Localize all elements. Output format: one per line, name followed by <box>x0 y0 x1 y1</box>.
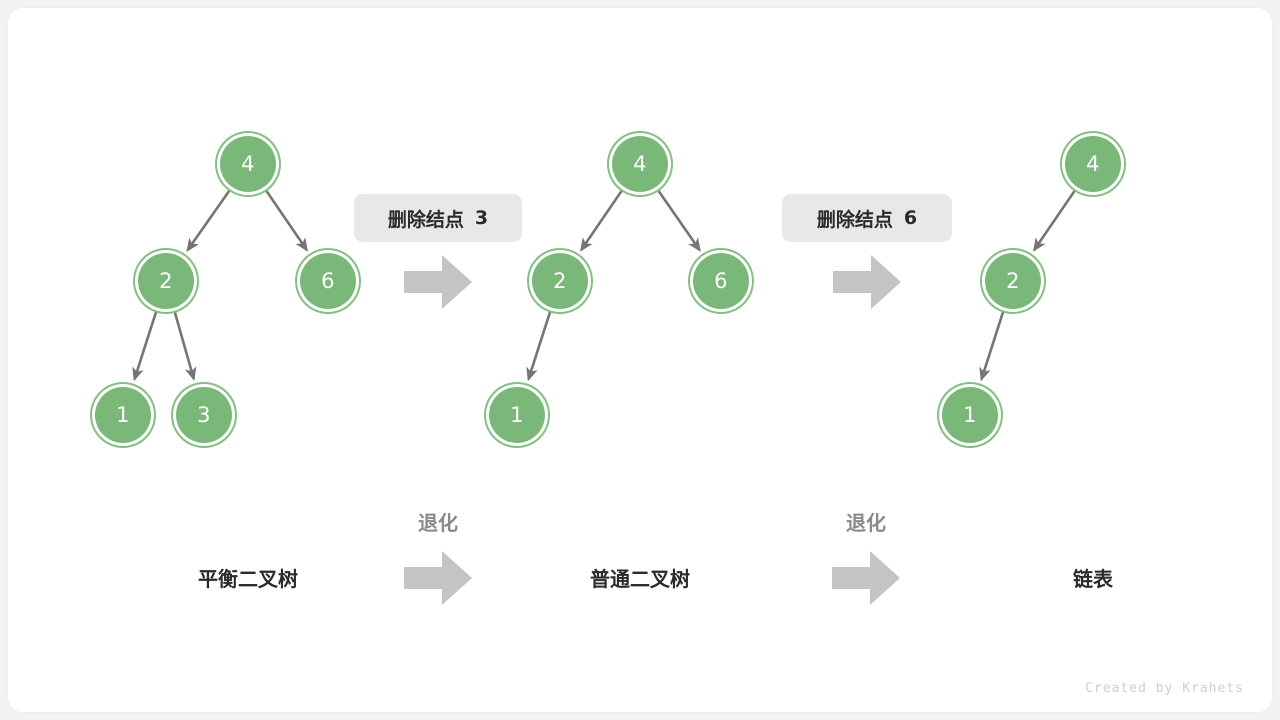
tree-node: 4 <box>220 136 276 192</box>
stage-label: 链表 <box>1073 569 1113 591</box>
tree-edge <box>132 311 158 382</box>
tree-node: 2 <box>138 253 194 309</box>
tree-node: 6 <box>300 253 356 309</box>
tree-node: 1 <box>942 387 998 443</box>
tree-node: 1 <box>95 387 151 443</box>
tree-node: 6 <box>693 253 749 309</box>
operation-arrow-delete-3 <box>404 255 472 309</box>
tree-edge <box>526 311 552 382</box>
figure-card <box>8 8 1272 712</box>
tree-edge <box>173 311 197 381</box>
degeneration-arrow-transition-2 <box>832 551 900 605</box>
tree-edge <box>580 190 623 252</box>
tree-edge <box>265 190 308 252</box>
operation-label-text: 删除结点 <box>816 209 893 231</box>
tree-node: 3 <box>176 387 232 443</box>
operation-arrow-delete-6 <box>833 255 901 309</box>
tree-edge <box>657 189 701 252</box>
operation-label-delete-3: 删除结点 3 <box>354 194 522 242</box>
operation-label-text: 删除结点 <box>387 209 464 231</box>
operation-label-delete-6: 删除结点 6 <box>782 194 952 242</box>
tree-edge <box>186 189 231 252</box>
degeneration-label: 退化 <box>846 513 886 535</box>
operation-label-value: 6 <box>903 207 918 229</box>
tree-edge <box>1033 190 1076 252</box>
tree-node: 2 <box>532 253 588 309</box>
edge-layer <box>132 189 1076 382</box>
tree-node: 2 <box>985 253 1041 309</box>
degeneration-label: 退化 <box>418 513 458 535</box>
credit-text: Created by Krahets <box>1085 681 1244 696</box>
degeneration-arrow-transition-1 <box>404 551 472 605</box>
operation-label-value: 3 <box>474 207 489 229</box>
tree-edge <box>979 311 1005 382</box>
tree-node: 4 <box>612 136 668 192</box>
tree-node: 1 <box>489 387 545 443</box>
tree-node: 4 <box>1065 136 1121 192</box>
stage-label: 平衡二叉树 <box>198 569 298 591</box>
stage-label: 普通二叉树 <box>590 569 690 591</box>
